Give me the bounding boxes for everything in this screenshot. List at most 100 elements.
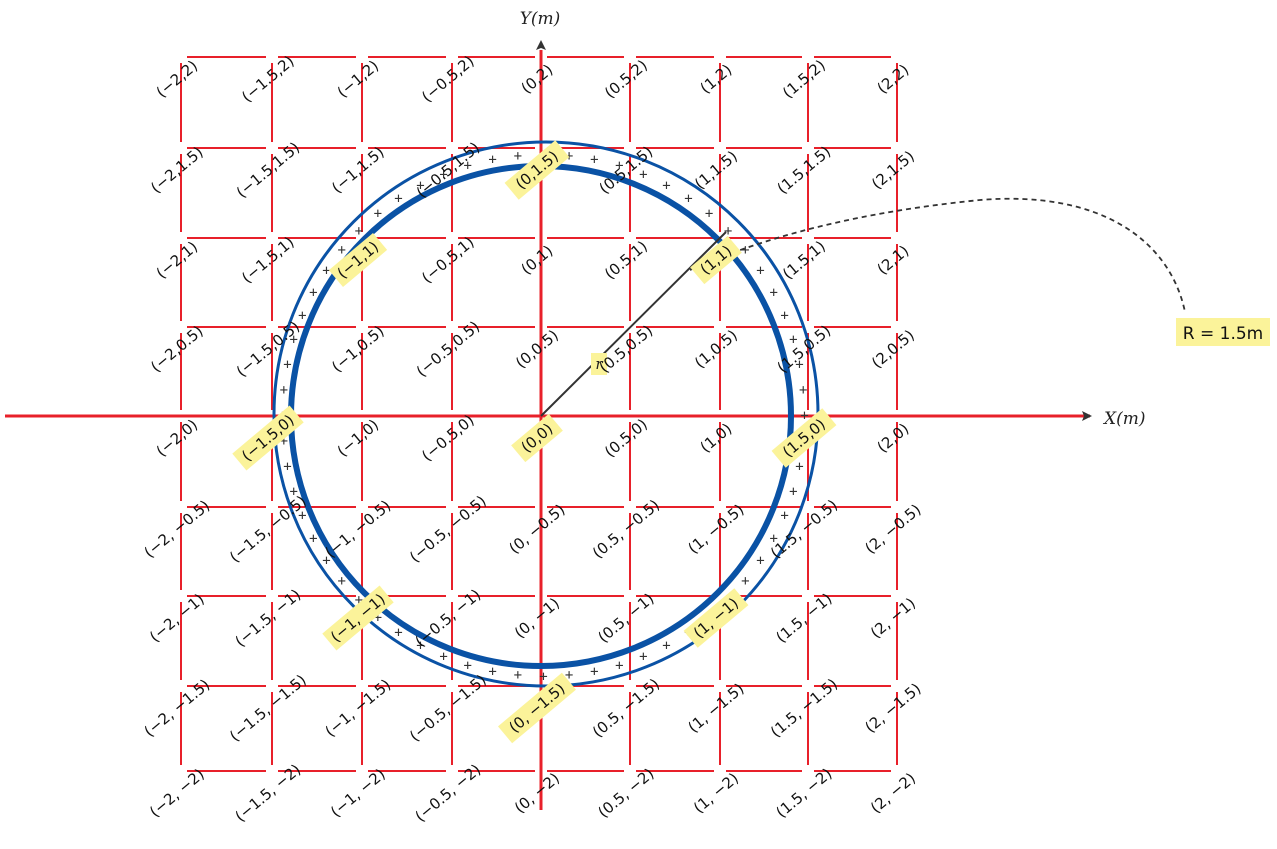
coordinate-label: (0,1): [518, 242, 557, 279]
coordinate-label: (2,0): [874, 420, 913, 457]
coordinate-label-highlight: [328, 233, 388, 287]
charge-plus-marker: +: [280, 382, 288, 398]
charge-plus-marker: +: [590, 152, 598, 168]
coordinate-label: (−2,0): [153, 416, 201, 461]
radius-indicator: r: [540, 231, 727, 417]
coordinate-label: (0, −1): [511, 594, 563, 642]
callout-label: R = 1.5m: [1183, 324, 1263, 344]
coordinate-label: (0.5, −1.5): [589, 675, 663, 741]
coordinate-label-text: (1,1.5): [691, 147, 741, 193]
charge-plus-marker: +: [741, 574, 749, 590]
coordinate-label-text: (−0.5, −0.5): [406, 492, 490, 566]
coordinate-label-text: (−2, −1): [146, 590, 208, 646]
coordinate-label-text: (1.5,1.5): [774, 142, 835, 197]
coordinate-label: (1,2): [697, 61, 736, 98]
charge-plus-marker: +: [289, 332, 297, 348]
charge-plus-marker: +: [439, 167, 447, 183]
coordinate-label: (−1,1.5): [328, 143, 387, 197]
coordinate-label-text: (2,2): [874, 61, 913, 98]
coordinate-label-text: (0.5, −0.5): [589, 496, 663, 562]
coordinate-label: (1.5, −2): [772, 765, 835, 822]
coordinate-label: (1.5,1.5): [774, 142, 835, 197]
charge-plus-marker: +: [309, 531, 317, 547]
charge-plus-marker: +: [795, 459, 803, 475]
coordinate-label: (−2,1.5): [147, 143, 206, 197]
coordinate-label: (−2, −0.5): [141, 496, 214, 561]
coordinate-label: (2, −1.5): [861, 680, 924, 737]
coordinate-label-text: (−2, −2): [146, 765, 208, 821]
coordinate-label: (−2, −1.5): [141, 675, 214, 740]
charge-plus-marker: +: [355, 223, 363, 239]
coordinate-label-text: (−1.5,1): [238, 233, 297, 287]
coordinate-label-text: (2,1): [874, 242, 913, 279]
coordinate-label-text: (−2,2): [153, 57, 201, 102]
coordinate-label-text: (−1,1.5): [328, 143, 387, 197]
y-axis-arrow-icon: [536, 40, 546, 50]
coordinate-label-text: (1.5, −1): [772, 590, 835, 647]
coordinate-label: (0, −0.5): [505, 501, 568, 558]
coordinate-label: (1,0.5): [691, 326, 741, 372]
coordinate-label-text: (2,1.5): [868, 147, 918, 193]
coordinate-label-text: (2, −1.5): [861, 680, 924, 737]
charge-plus-marker: +: [789, 484, 797, 500]
coordinate-label-text: (2, −1): [867, 594, 919, 642]
coordinate-label-text: (−1.5, −0.5): [226, 492, 310, 566]
coordinate-label-highlight: [232, 405, 304, 471]
callout-highlight: [1176, 318, 1270, 346]
coordinate-label-text: (2,0.5): [868, 326, 918, 372]
charge-plus-marker: +: [741, 242, 749, 258]
charge-plus-marker: +: [394, 625, 402, 641]
charge-plus-marker: +: [780, 308, 788, 324]
coordinate-label-text: (0.5,2): [601, 56, 651, 102]
charge-plus-marker: +: [662, 178, 670, 194]
coordinate-labels: (−2,2)(−1.5,2)(−1,2)(−0.5,2)(0,2)(0.5,2)…: [141, 52, 925, 826]
charge-plus-marker: +: [539, 669, 547, 685]
charge-markers: ++++++++++++++++++++++++++++++++++++++++…: [278, 147, 808, 685]
charge-plus-marker: +: [724, 223, 732, 239]
coordinate-label: (1,0): [697, 420, 736, 457]
coordinate-label-text: (0, −1.5): [505, 680, 568, 737]
coordinate-label-text: (−0.5, −1.5): [406, 671, 490, 745]
coordinate-label-highlight: [683, 588, 749, 648]
coordinate-label: (1.5, −1.5): [767, 675, 841, 741]
coordinate-label: (1.5, −0.5): [767, 496, 841, 562]
radius-line: [540, 231, 727, 417]
charge-plus-marker: +: [337, 574, 345, 590]
charge-plus-marker: +: [488, 152, 496, 168]
coordinate-label: (0.5, −1): [594, 590, 657, 647]
coordinate-label: (−1,2): [334, 57, 382, 102]
charge-plus-marker: +: [488, 664, 496, 680]
coordinate-label: (−1.5, −1.5): [226, 671, 310, 745]
coordinate-label: (2,1): [874, 242, 913, 279]
coordinate-label-text: (1.5, −2): [772, 765, 835, 822]
coordinate-label: (−1, −2): [327, 765, 389, 821]
charge-plus-marker: +: [684, 191, 692, 207]
charge-plus-marker: +: [756, 553, 764, 569]
coordinate-label: (−2, −1): [146, 590, 208, 646]
charge-plus-marker: +: [298, 508, 306, 524]
coordinate-label-highlight: [497, 672, 577, 744]
charge-plus-marker: +: [615, 658, 623, 674]
coordinate-label-text: (−0.5,2): [418, 52, 477, 106]
coordinate-label-text: (0.5,0): [601, 415, 651, 461]
charge-plus-marker: +: [374, 610, 382, 626]
coordinate-label: (2,2): [874, 61, 913, 98]
coordinate-label-text: (−2,0.5): [147, 322, 206, 376]
coordinate-label-text: (0.5, −2): [594, 765, 657, 822]
coordinate-label: (−2,2): [153, 57, 201, 102]
charge-plus-marker: +: [463, 158, 471, 174]
coordinate-label: (0,0.5): [512, 326, 562, 372]
coordinate-label-text: (−1.5,0): [238, 411, 297, 465]
coordinate-label-text: (0,0.5): [512, 326, 562, 372]
coordinate-label-text: (1,0.5): [691, 326, 741, 372]
charge-plus-marker: +: [283, 357, 291, 373]
coordinate-label-text: (0.5, −1): [594, 590, 657, 647]
coordinate-label-text: (2,0): [874, 420, 913, 457]
coordinate-label: (0.5, −2): [594, 765, 657, 822]
charge-plus-marker: +: [590, 664, 598, 680]
coordinate-label-text: (1.5, −1.5): [767, 675, 841, 741]
coordinate-label-highlight: [771, 408, 837, 468]
coordinate-label-highlight: [322, 585, 394, 651]
charge-plus-marker: +: [337, 242, 345, 258]
